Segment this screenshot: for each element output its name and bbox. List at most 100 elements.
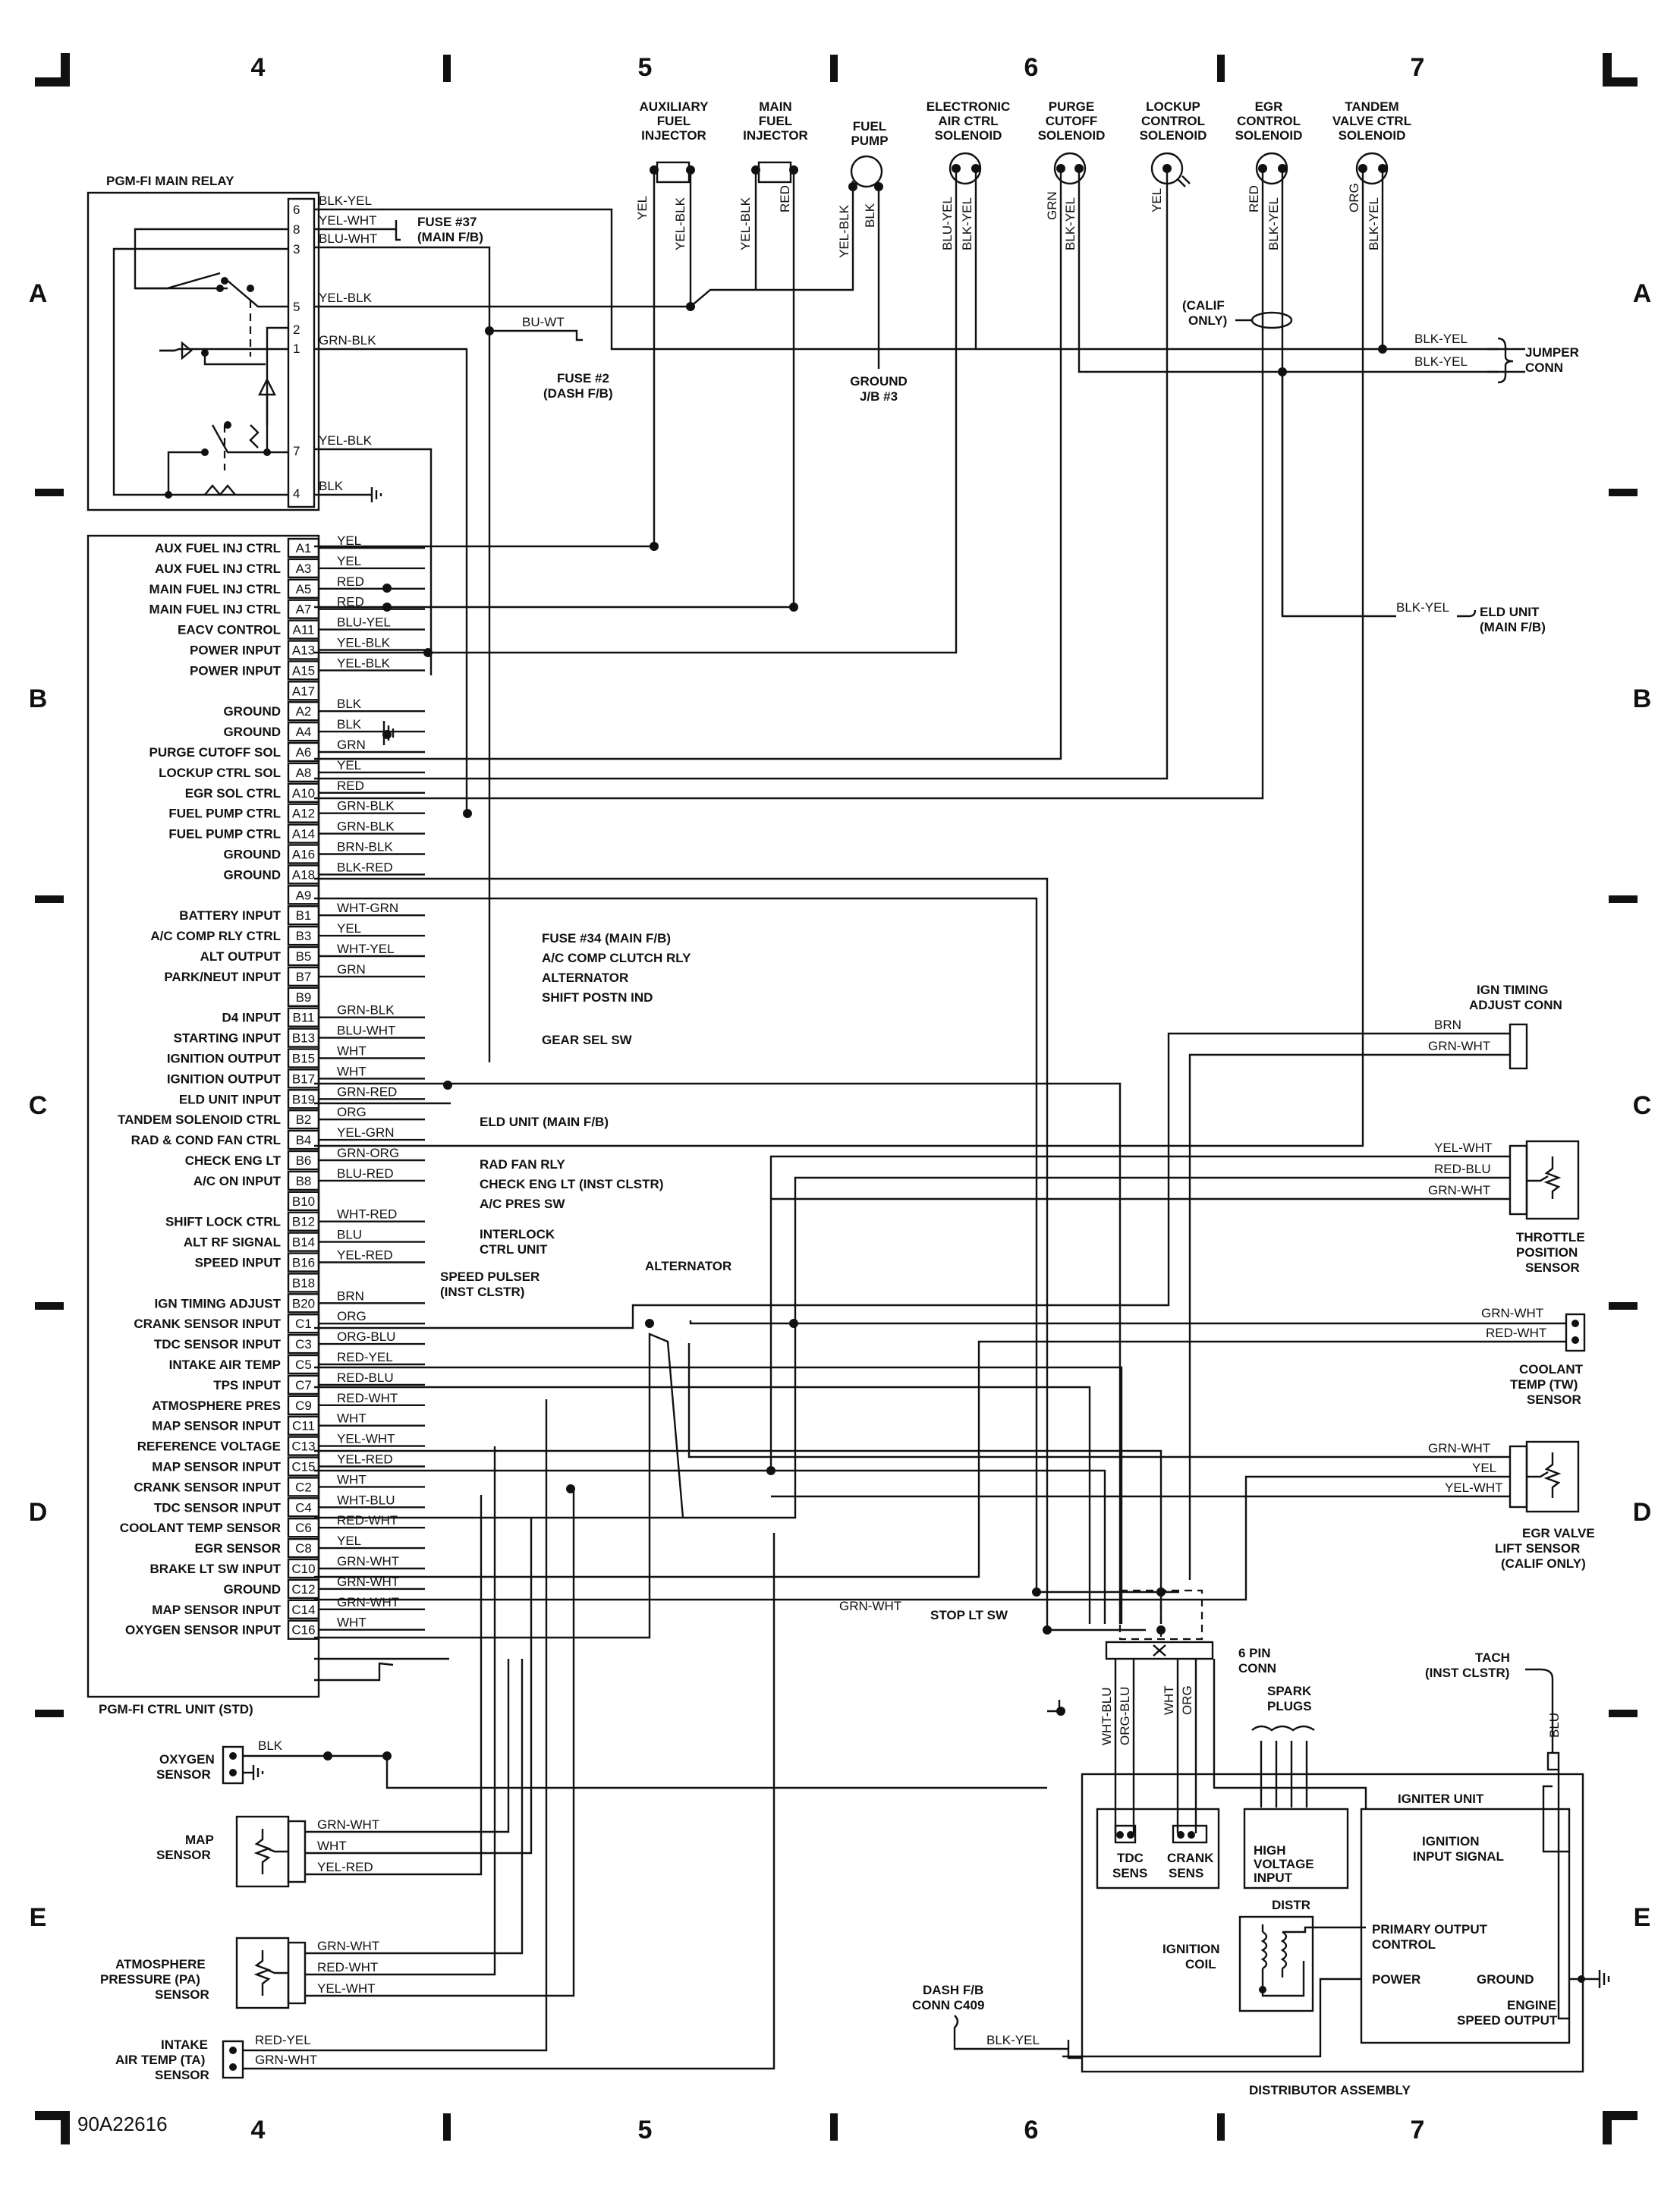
- ecu-pin-function: CRANK SENSOR INPUT: [134, 1317, 281, 1331]
- grid-col-4-bottom: 4: [251, 2116, 266, 2144]
- ecu-pin-wire-label: ORG: [337, 1105, 367, 1119]
- ecu-pin-function: ALT RF SIGNAL: [184, 1235, 281, 1250]
- ecu-pin-function: BRAKE LT SW INPUT: [149, 1562, 281, 1576]
- crank-l1: CRANK: [1167, 1851, 1214, 1865]
- dest-b8: A/C PRES SW: [480, 1197, 565, 1211]
- ecu-pin-function: SHIFT LOCK CTRL: [165, 1215, 281, 1229]
- ecu-destinations: FUSE #34 (MAIN F/B) A/C COMP CLUTCH RLY …: [440, 931, 1008, 1622]
- ta-wire1: RED-YEL: [255, 2033, 311, 2047]
- dest-b19: ELD UNIT (MAIN F/B): [480, 1115, 609, 1129]
- ecu-pin-function: STARTING INPUT: [174, 1031, 282, 1046]
- fuel-pump: FUEL PUMP YEL-BLK BLK GROUND J/B #3: [837, 119, 908, 404]
- ecu-pin-id: B12: [292, 1215, 315, 1229]
- lockup-wire1: YEL: [1150, 188, 1164, 212]
- ecu-pin-wire-label: WHT: [337, 1411, 367, 1426]
- oxygen-label-l2: SENSOR: [156, 1767, 211, 1782]
- ecu-pin-wire-label: BRN-BLK: [337, 840, 393, 854]
- ecu-pin-wire-label: GRN-WHT: [337, 1575, 399, 1589]
- egr-valve-lift-sensor: GRN-WHT YEL YEL-WHT EGR VALVE LIFT SENSO…: [314, 1343, 1595, 1601]
- coil-l1: IGNITION: [1162, 1942, 1220, 1956]
- egr-lift-wire2: YEL: [1472, 1461, 1496, 1475]
- purge-wire2: BLK-YEL: [1063, 197, 1078, 250]
- ecu-pin-id: C4: [295, 1500, 312, 1515]
- lockup-control-solenoid: LOCKUP CONTROL SOLENOID YEL: [314, 99, 1207, 780]
- border-marks: [35, 53, 1638, 2144]
- relay-pin: 2: [293, 323, 300, 337]
- fuse-2-wire: BU-WT: [522, 315, 565, 329]
- ecu-pin-wire-label: YEL: [337, 921, 361, 936]
- ecu-pin-id: B1: [296, 908, 312, 923]
- hv-l1: HIGH: [1254, 1843, 1286, 1858]
- ground-jb-l2: J/B #3: [860, 389, 898, 404]
- ecu-pin-function: EACV CONTROL: [178, 623, 281, 637]
- crank-l2: SENS: [1169, 1866, 1203, 1880]
- tps-label-l2: POSITION: [1516, 1245, 1578, 1260]
- ecu-pin-id: B20: [292, 1296, 315, 1311]
- ecu-pin-function: TDC SENSOR INPUT: [154, 1500, 282, 1515]
- ecu-pin-wire-label: RED: [337, 779, 364, 793]
- ecu-pin-wire-label: RED: [337, 574, 364, 589]
- relay-pin: 3: [293, 242, 300, 256]
- egr-l2: CONTROL: [1237, 114, 1301, 128]
- ecu-pin-wire-label: GRN-BLK: [337, 1003, 395, 1018]
- relay-pin: 4: [293, 486, 300, 501]
- ecu-pin-id: C7: [295, 1378, 312, 1392]
- dash-fb-wire: BLK-YEL: [986, 2033, 1040, 2047]
- ecu-pin-wire-label: GRN-RED: [337, 1084, 397, 1099]
- aux-inj-wire1: YEL: [635, 196, 650, 220]
- ecu-pin-function: GROUND: [223, 848, 281, 862]
- ecu-pin-id: A6: [296, 745, 312, 760]
- ecu-pin-row: A17: [287, 681, 320, 701]
- grid-row-labels: A B C D E A B C D E: [29, 279, 1652, 1932]
- purge-cutoff-solenoid: PURGE CUTOFF SOLENOID GRN BLK-YEL: [314, 99, 1525, 760]
- pa-wire3: YEL-WHT: [317, 1981, 376, 1996]
- egr-lift-wire3: YEL-WHT: [1445, 1480, 1503, 1495]
- eacv-l3: SOLENOID: [935, 128, 1002, 143]
- ecu-pin-wire-label: BLU: [337, 1228, 362, 1242]
- purge-l3: SOLENOID: [1038, 128, 1106, 143]
- ecu-pin-function: GROUND: [223, 867, 281, 882]
- dest-b13: GEAR SEL SW: [542, 1033, 633, 1047]
- ecu-pin-function: MAP SENSOR INPUT: [152, 1419, 281, 1433]
- ecu-pin-wire-label: WHT: [337, 1064, 367, 1078]
- throttle-position-sensor: YEL-WHT RED-BLU GRN-WHT THROTTLE POSITIO…: [314, 1140, 1585, 1519]
- relay-wire-label: YEL-WHT: [319, 213, 377, 228]
- jumper-connector: (CALIF ONLY) BLK-YEL BLK-YEL JUMPER CONN…: [1182, 298, 1579, 634]
- ecu-pin-function: AUX FUEL INJ CTRL: [155, 562, 281, 576]
- eacv-l1: ELECTRONIC: [927, 99, 1011, 114]
- aux-inj-wire2: YEL-BLK: [673, 197, 687, 250]
- grid-row-b-right: B: [1633, 684, 1652, 713]
- dest-b7: SHIFT POSTN IND: [542, 990, 653, 1005]
- eacv-wire2: BLK-YEL: [960, 197, 974, 250]
- dist-wire4: ORG: [1180, 1685, 1194, 1715]
- relay-pin-block: [287, 197, 316, 508]
- ecu-pin-function: EGR SOL CTRL: [185, 786, 281, 801]
- grid-row-c-right: C: [1633, 1091, 1652, 1120]
- eso-l2: SPEED OUTPUT: [1457, 2013, 1558, 2028]
- map-wire3: YEL-RED: [317, 1860, 373, 1874]
- eacv-solenoid: ELECTRONIC AIR CTRL SOLENOID BLU-YEL BLK…: [314, 99, 1011, 654]
- grid-row-e-right: E: [1634, 1903, 1651, 1932]
- ecu-pin-id: B7: [296, 970, 312, 984]
- grid-col-7-bottom: 7: [1411, 2116, 1425, 2144]
- ecu-pin-box: [287, 681, 320, 701]
- ecu-pin-wire-label: YEL-RED: [337, 1248, 393, 1263]
- relay-pin: 7: [293, 444, 300, 458]
- jumper-label-l2: CONN: [1525, 360, 1563, 375]
- fuel-pump-l1: FUEL: [853, 119, 886, 134]
